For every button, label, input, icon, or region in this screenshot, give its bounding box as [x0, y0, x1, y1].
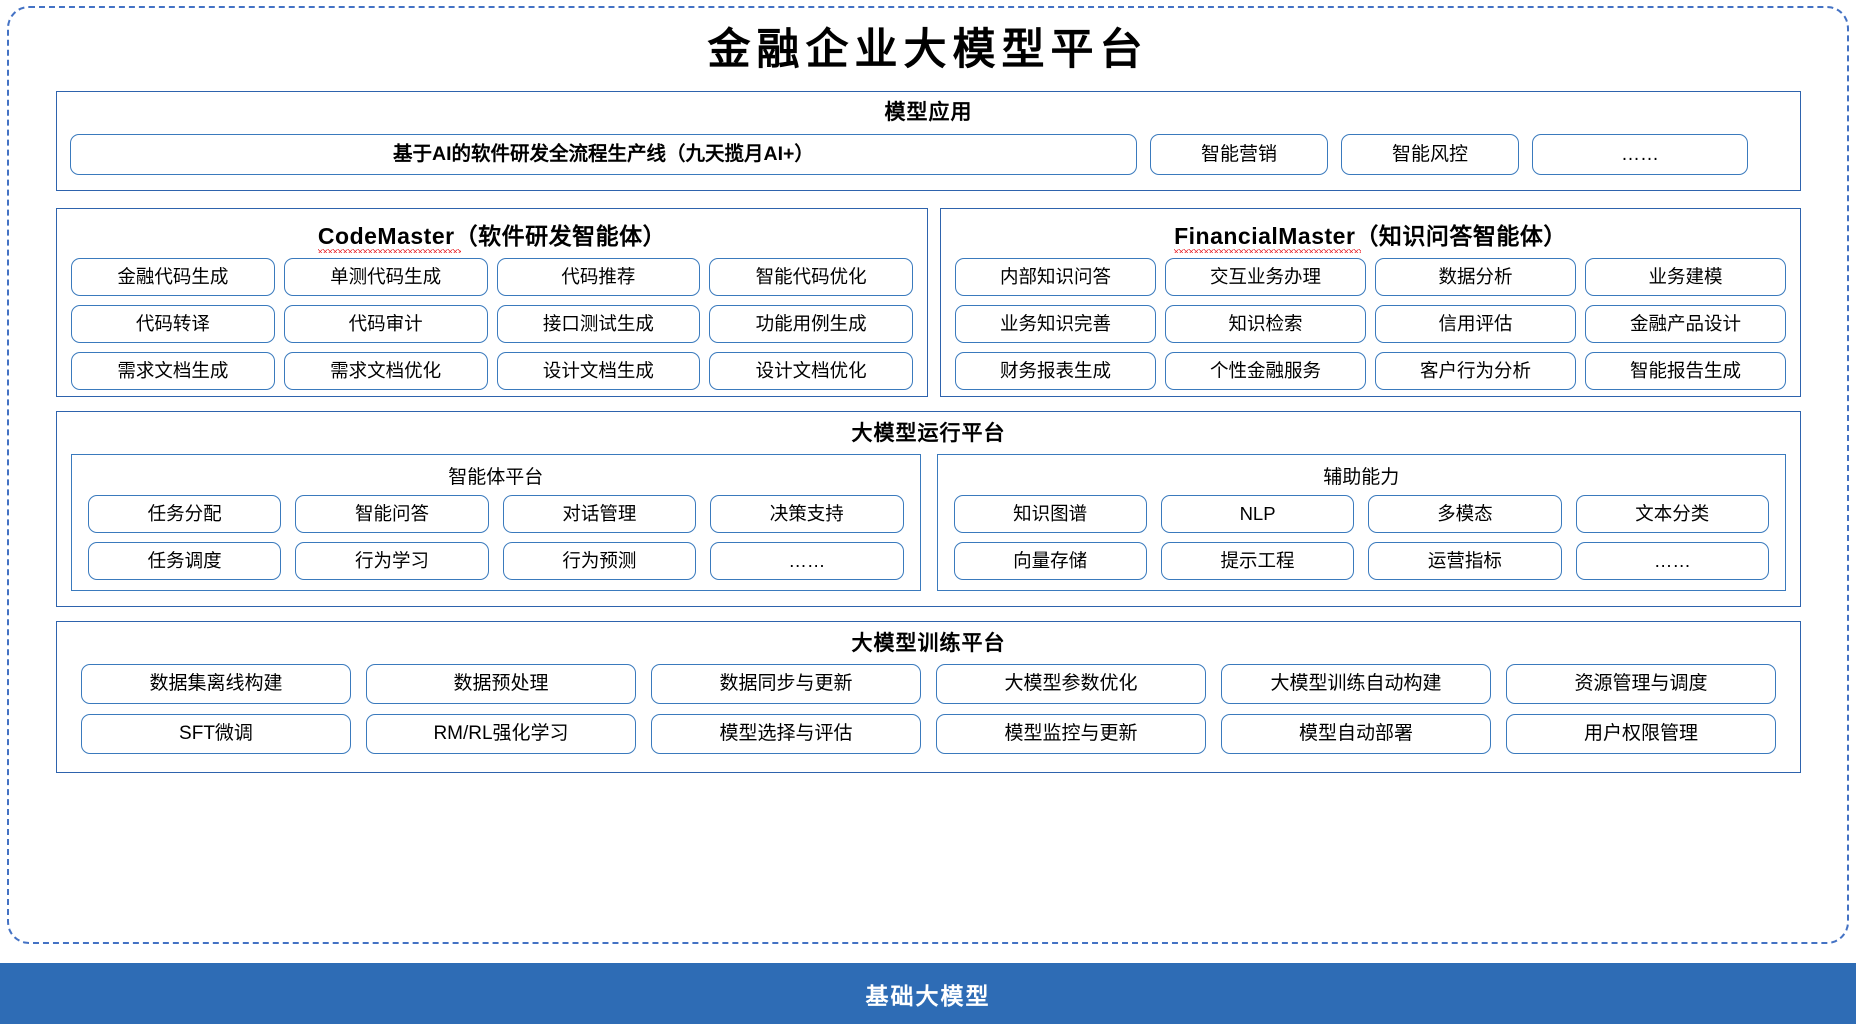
support-capability-item[interactable]: NLP — [1160, 495, 1355, 534]
financialmaster-item[interactable]: 知识检索 — [1165, 305, 1366, 343]
train-platform-item[interactable]: 模型选择与评估 — [651, 714, 921, 755]
app-item-more[interactable]: …… — [1532, 134, 1748, 176]
support-capability-item[interactable]: 文本分类 — [1575, 495, 1769, 534]
train-platform-item[interactable]: 数据集离线构建 — [81, 664, 351, 705]
train-platform-item[interactable]: 大模型参数优化 — [936, 664, 1206, 705]
agent-platform-item[interactable]: 决策支持 — [710, 495, 904, 534]
model-application-items: 基于AI的软件研发全流程生产线（九天揽月AI+） 智能营销 智能风控 …… — [57, 134, 1800, 176]
agent-platform-item[interactable]: 任务分配 — [88, 495, 282, 534]
financialmaster-item[interactable]: 业务建模 — [1585, 258, 1786, 296]
agent-platform-item[interactable]: 行为预测 — [502, 542, 697, 581]
section-model-application: 模型应用 基于AI的软件研发全流程生产线（九天揽月AI+） 智能营销 智能风控 … — [56, 91, 1801, 191]
agent-platform-grid: 任务分配 智能问答 对话管理 决策支持 任务调度 行为学习 行为预测 …… — [72, 495, 920, 581]
financialmaster-item[interactable]: 交互业务办理 — [1165, 258, 1366, 296]
agent-platform-item[interactable]: 智能问答 — [295, 495, 489, 534]
train-platform-item[interactable]: 用户权限管理 — [1506, 714, 1776, 755]
section-run-platform: 大模型运行平台 智能体平台 任务分配 智能问答 对话管理 决策支持 任务调度 行… — [56, 411, 1801, 607]
financialmaster-item[interactable]: 财务报表生成 — [955, 352, 1156, 390]
financialmaster-item[interactable]: 金融产品设计 — [1585, 305, 1786, 343]
codemaster-item[interactable]: 代码审计 — [283, 305, 488, 343]
subpanel-agent-platform: 智能体平台 任务分配 智能问答 对话管理 决策支持 任务调度 行为学习 行为预测… — [71, 454, 921, 592]
support-capability-item[interactable]: 向量存储 — [953, 542, 1147, 581]
train-platform-item[interactable]: 模型自动部署 — [1221, 714, 1491, 755]
financialmaster-item[interactable]: 业务知识完善 — [955, 305, 1156, 343]
financialmaster-item[interactable]: 个性金融服务 — [1165, 352, 1366, 390]
agent-platform-item[interactable]: 行为学习 — [295, 542, 489, 581]
support-capability-item[interactable]: 知识图谱 — [953, 495, 1147, 534]
section-codemaster-agent: CodeMaster（软件研发智能体） 金融代码生成 单测代码生成 代码推荐 智… — [56, 208, 928, 397]
support-capability-item[interactable]: 运营指标 — [1368, 542, 1562, 581]
support-capability-grid: 知识图谱 NLP 多模态 文本分类 向量存储 提示工程 运营指标 …… — [938, 495, 1786, 581]
financialmaster-item[interactable]: 信用评估 — [1375, 305, 1576, 343]
train-platform-item[interactable]: 资源管理与调度 — [1506, 664, 1776, 705]
page-title: 金融企业大模型平台 — [707, 25, 1149, 75]
support-capability-item-more[interactable]: …… — [1575, 542, 1769, 581]
footer-label: 基础大模型 — [865, 983, 991, 1009]
agent-title-codemaster: CodeMaster（软件研发智能体） — [57, 217, 927, 253]
codemaster-item[interactable]: 单测代码生成 — [283, 258, 488, 296]
codemaster-item[interactable]: 需求文档优化 — [283, 352, 488, 390]
train-platform-item[interactable]: SFT微调 — [81, 714, 351, 755]
train-platform-grid: 数据集离线构建 数据预处理 数据同步与更新 大模型参数优化 大模型训练自动构建 … — [57, 655, 1800, 755]
codemaster-item[interactable]: 设计文档生成 — [496, 352, 701, 390]
codemaster-item[interactable]: 智能代码优化 — [709, 258, 913, 296]
subpanel-support-capability: 辅助能力 知识图谱 NLP 多模态 文本分类 向量存储 提示工程 运营指标 …… — [936, 454, 1786, 592]
financialmaster-item[interactable]: 内部知识问答 — [955, 258, 1156, 296]
support-capability-item[interactable]: 多模态 — [1368, 495, 1562, 534]
agent-platform-item[interactable]: 任务调度 — [88, 542, 282, 581]
codemaster-item[interactable]: 代码转译 — [71, 305, 275, 343]
section-financialmaster-agent: FinancialMaster（知识问答智能体） 内部知识问答 交互业务办理 数… — [940, 208, 1801, 397]
financialmaster-item[interactable]: 客户行为分析 — [1375, 352, 1576, 390]
train-platform-item[interactable]: 大模型训练自动构建 — [1221, 664, 1491, 705]
section-title-run-platform: 大模型运行平台 — [851, 422, 1006, 445]
agent-suffix-codemaster: （软件研发智能体） — [454, 223, 667, 249]
codemaster-item[interactable]: 金融代码生成 — [71, 258, 275, 296]
codemaster-item[interactable]: 接口测试生成 — [496, 305, 701, 343]
agent-platform-item-more[interactable]: …… — [710, 542, 904, 581]
agent-name-financialmaster: FinancialMaster — [1174, 223, 1362, 253]
support-capability-item[interactable]: 提示工程 — [1160, 542, 1355, 581]
section-title-train-platform: 大模型训练平台 — [851, 632, 1006, 655]
codemaster-item[interactable]: 功能用例生成 — [709, 305, 913, 343]
agent-title-financialmaster: FinancialMaster（知识问答智能体） — [941, 217, 1800, 253]
financialmaster-item[interactable]: 智能报告生成 — [1585, 352, 1786, 390]
agent-name-codemaster: CodeMaster — [317, 223, 461, 253]
financialmaster-item[interactable]: 数据分析 — [1375, 258, 1576, 296]
footer-base-model-bar: 基础大模型 — [0, 963, 1856, 1024]
codemaster-item[interactable]: 代码推荐 — [496, 258, 701, 296]
codemaster-capability-grid: 金融代码生成 单测代码生成 代码推荐 智能代码优化 代码转译 代码审计 接口测试… — [57, 251, 927, 390]
section-train-platform: 大模型训练平台 数据集离线构建 数据预处理 数据同步与更新 大模型参数优化 大模… — [56, 621, 1801, 773]
train-platform-item[interactable]: 模型监控与更新 — [936, 714, 1206, 755]
train-platform-item[interactable]: RM/RL强化学习 — [366, 714, 636, 755]
app-item-smart-marketing[interactable]: 智能营销 — [1150, 134, 1328, 176]
train-platform-item[interactable]: 数据预处理 — [366, 664, 636, 705]
app-item-ai-pipeline[interactable]: 基于AI的软件研发全流程生产线（九天揽月AI+） — [70, 134, 1137, 176]
subpanel-title-support-capability: 辅助能力 — [1323, 467, 1400, 489]
codemaster-item[interactable]: 需求文档生成 — [71, 352, 275, 390]
subpanel-title-agent-platform: 智能体平台 — [448, 467, 544, 489]
train-platform-item[interactable]: 数据同步与更新 — [651, 664, 921, 705]
agent-platform-item[interactable]: 对话管理 — [502, 495, 697, 534]
financialmaster-capability-grid: 内部知识问答 交互业务办理 数据分析 业务建模 业务知识完善 知识检索 信用评估… — [941, 251, 1800, 390]
codemaster-item[interactable]: 设计文档优化 — [709, 352, 913, 390]
app-item-smart-risk-control[interactable]: 智能风控 — [1341, 134, 1519, 176]
section-title-model-application: 模型应用 — [884, 101, 973, 124]
agent-suffix-financialmaster: （知识问答智能体） — [1355, 223, 1567, 249]
